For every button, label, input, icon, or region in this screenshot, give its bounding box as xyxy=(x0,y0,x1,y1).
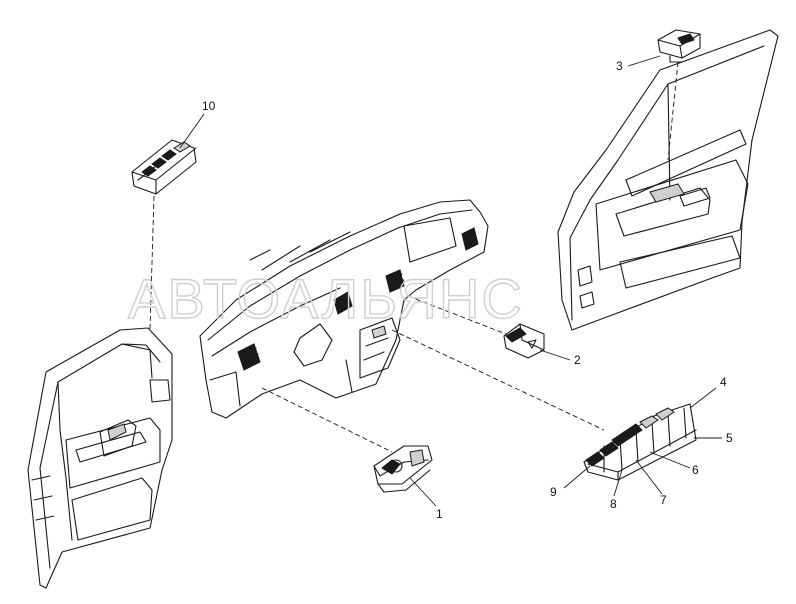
watermark-text: АВТОАЛЬЯНС xyxy=(128,267,524,330)
hazard-switch-2 xyxy=(503,323,545,359)
callout-2: 2 xyxy=(574,353,581,367)
guide-line-10 xyxy=(149,195,155,331)
callout-6: 6 xyxy=(692,463,699,477)
leader-1 xyxy=(409,477,437,507)
light-switch-module-1 xyxy=(373,445,433,493)
callout-8: 8 xyxy=(610,497,617,511)
switch-panel-4-9 xyxy=(583,403,697,481)
leader-8 xyxy=(613,469,623,497)
leader-2 xyxy=(539,349,571,361)
guide-line-3 xyxy=(667,61,679,161)
window-switch-3 xyxy=(657,29,701,63)
callout-4: 4 xyxy=(720,375,727,389)
right-door xyxy=(557,29,779,331)
callout-1: 1 xyxy=(436,507,443,521)
dashboard-vents xyxy=(237,227,479,371)
callout-3: 3 xyxy=(616,59,623,73)
guide-line-strip xyxy=(391,329,605,431)
window-switch-block-10 xyxy=(131,139,197,195)
leader-9 xyxy=(563,465,591,489)
callout-7: 7 xyxy=(660,493,667,507)
callout-9: 9 xyxy=(550,485,557,499)
leader-3 xyxy=(627,55,661,67)
guide-line-1 xyxy=(261,387,393,453)
leader-4 xyxy=(689,387,717,409)
leader-10 xyxy=(179,113,205,149)
left-door xyxy=(27,327,173,589)
leader-6 xyxy=(649,451,691,469)
guide-line-2 xyxy=(407,295,507,335)
callout-5: 5 xyxy=(726,431,733,445)
leader-7 xyxy=(635,459,663,495)
callout-10: 10 xyxy=(202,99,216,113)
